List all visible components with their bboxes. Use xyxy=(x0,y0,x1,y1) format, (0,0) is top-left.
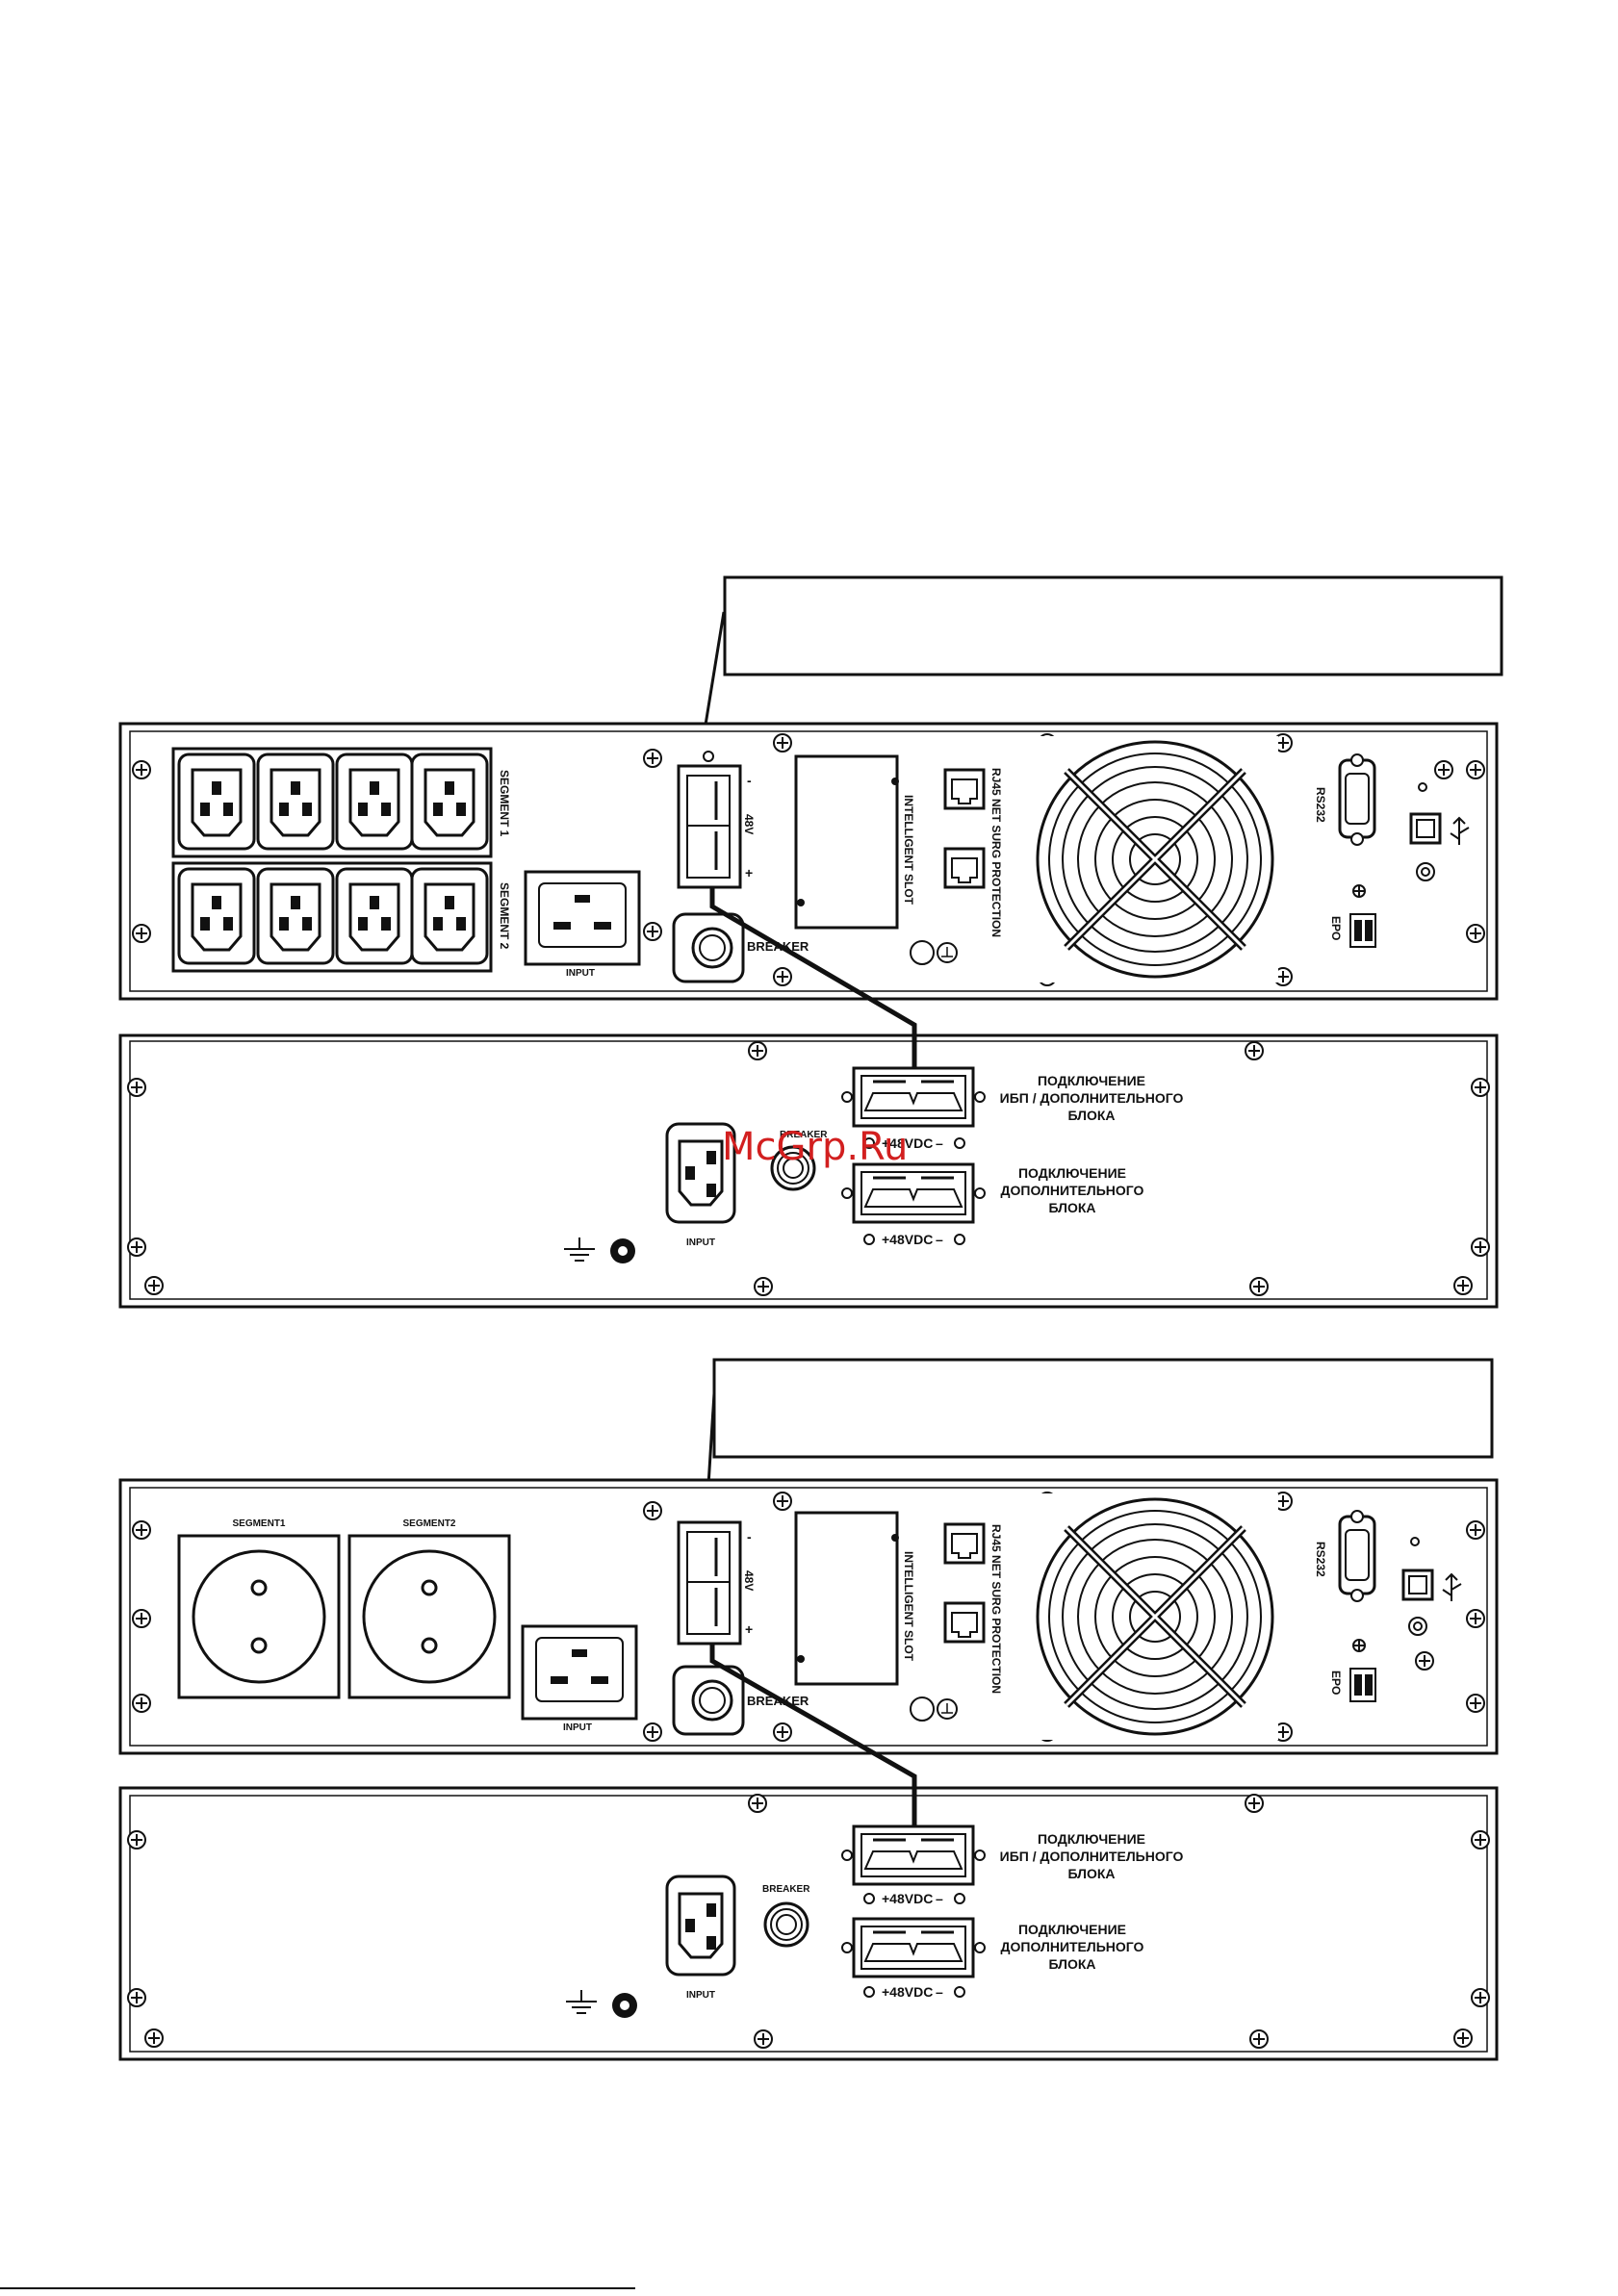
callout-box-bottom xyxy=(712,1358,1494,1459)
ups-rear-panel-iec xyxy=(118,722,1499,1001)
ups2-segment2-label: SEGMENT2 xyxy=(402,1518,455,1529)
ups2-intelligent-slot-label: INTELLIGENT SLOT xyxy=(902,1551,915,1662)
battery1-connection1-label: ПОДКЛЮЧЕНИЕ ИБП / ДОПОЛНИТЕЛЬНОГО БЛОКА xyxy=(1000,1073,1184,1123)
callout-box-top xyxy=(723,575,1503,676)
battery2-dc-label-1: +48VDC xyxy=(882,1891,933,1906)
battery1-connection2-label: ПОДКЛЮЧЕНИЕ ДОПОЛНИТЕЛЬНОГО БЛОКА xyxy=(1001,1165,1144,1215)
ups2-epo-label: EPO xyxy=(1329,1671,1343,1695)
battery-cable-1 xyxy=(709,887,917,1068)
ups1-segment2-label: SEGMENT 2 xyxy=(498,882,511,950)
ups1-epo-label: EPO xyxy=(1329,916,1343,940)
ups2-rj45-label: RJ45 NET SURG PROTECTION xyxy=(989,1524,1003,1694)
ups1-input-label: INPUT xyxy=(566,968,595,979)
ups2-rs232-label: RS232 xyxy=(1314,1542,1327,1577)
battery2-conn1-line1: ПОДКЛЮЧЕНИЕ xyxy=(1038,1831,1145,1847)
battery-pack-panel-1 xyxy=(118,1033,1499,1309)
battery1-conn1-line3: БЛОКА xyxy=(1067,1108,1115,1123)
ups1-48v-label: 48V xyxy=(742,814,756,834)
battery1-conn1-line1: ПОДКЛЮЧЕНИЕ xyxy=(1038,1073,1145,1088)
battery1-conn2-line2: ДОПОЛНИТЕЛЬНОГО xyxy=(1001,1183,1144,1198)
battery1-dc-label-2: +48VDC xyxy=(882,1232,933,1247)
battery2-conn2-line1: ПОДКЛЮЧЕНИЕ xyxy=(1018,1922,1126,1937)
battery2-conn1-line2: ИБП / ДОПОЛНИТЕЛЬНОГО xyxy=(1000,1849,1184,1864)
ups1-plus-label: + xyxy=(745,865,753,880)
battery1-dc-minus-1: – xyxy=(936,1135,943,1151)
battery2-dc-minus-1: – xyxy=(936,1891,943,1906)
battery1-conn1-line2: ИБП / ДОПОЛНИТЕЛЬНОГО xyxy=(1000,1090,1184,1106)
ups2-input-label: INPUT xyxy=(563,1722,592,1733)
battery2-connection2-label: ПОДКЛЮЧЕНИЕ ДОПОЛНИТЕЛЬНОГО БЛОКА xyxy=(1001,1922,1144,1972)
battery1-breaker-label: BREAKER xyxy=(780,1130,828,1140)
battery-pack-panel-2 xyxy=(118,1786,1499,2061)
battery2-dc-label-2: +48VDC xyxy=(882,1984,933,2000)
ups1-rs232-label: RS232 xyxy=(1314,787,1327,823)
ups1-segment1-label: SEGMENT 1 xyxy=(498,770,511,837)
battery2-connection1-label: ПОДКЛЮЧЕНИЕ ИБП / ДОПОЛНИТЕЛЬНОГО БЛОКА xyxy=(1000,1831,1184,1881)
ups-rear-panel-schuko xyxy=(118,1478,1499,1755)
ups2-minus-label: - xyxy=(747,1529,752,1544)
battery2-conn2-line2: ДОПОЛНИТЕЛЬНОГО xyxy=(1001,1939,1144,1954)
ups2-48v-label: 48V xyxy=(742,1570,756,1591)
ups2-plus-label: + xyxy=(745,1621,753,1637)
battery2-input-label: INPUT xyxy=(686,1990,715,2001)
ups1-intelligent-slot-label: INTELLIGENT SLOT xyxy=(902,795,915,906)
watermark: McGrp.Ru xyxy=(722,1125,908,1169)
battery2-conn1-line3: БЛОКА xyxy=(1067,1866,1115,1881)
battery2-dc-minus-2: – xyxy=(936,1984,943,2000)
ups2-segment1-label: SEGMENT1 xyxy=(232,1518,285,1529)
battery-cable-2 xyxy=(709,1644,917,1826)
battery1-input-label: INPUT xyxy=(686,1237,715,1248)
battery1-dc-label-1: +48VDC xyxy=(882,1135,933,1151)
ups1-rj45-label: RJ45 NET SURG PROTECTION xyxy=(989,768,1003,937)
battery1-conn2-line3: БЛОКА xyxy=(1048,1200,1095,1215)
battery2-breaker-label: BREAKER xyxy=(762,1884,810,1895)
battery2-conn2-line3: БЛОКА xyxy=(1048,1956,1095,1972)
battery1-dc-minus-2: – xyxy=(936,1232,943,1247)
battery1-conn2-line1: ПОДКЛЮЧЕНИЕ xyxy=(1018,1165,1126,1181)
ups1-minus-label: - xyxy=(747,773,752,788)
